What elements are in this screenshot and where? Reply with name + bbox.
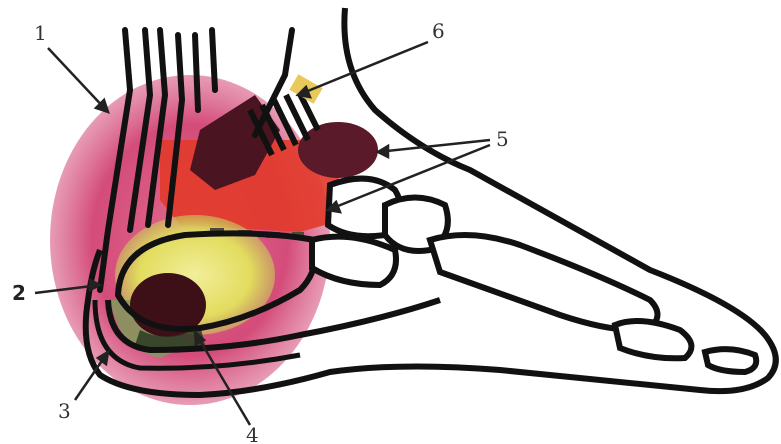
cuboid-bone	[312, 237, 396, 285]
metatarsal-bone	[430, 235, 658, 330]
label-3: 3	[58, 399, 71, 423]
label-6: 6	[432, 19, 445, 43]
label-2: 2	[12, 281, 26, 305]
bursa-mass	[298, 122, 378, 178]
label-1: 1	[34, 21, 47, 45]
distal-phalanx	[705, 349, 756, 372]
label-4: 4	[246, 423, 259, 444]
label-5: 5	[496, 127, 509, 151]
proximal-phalanx	[615, 321, 691, 358]
